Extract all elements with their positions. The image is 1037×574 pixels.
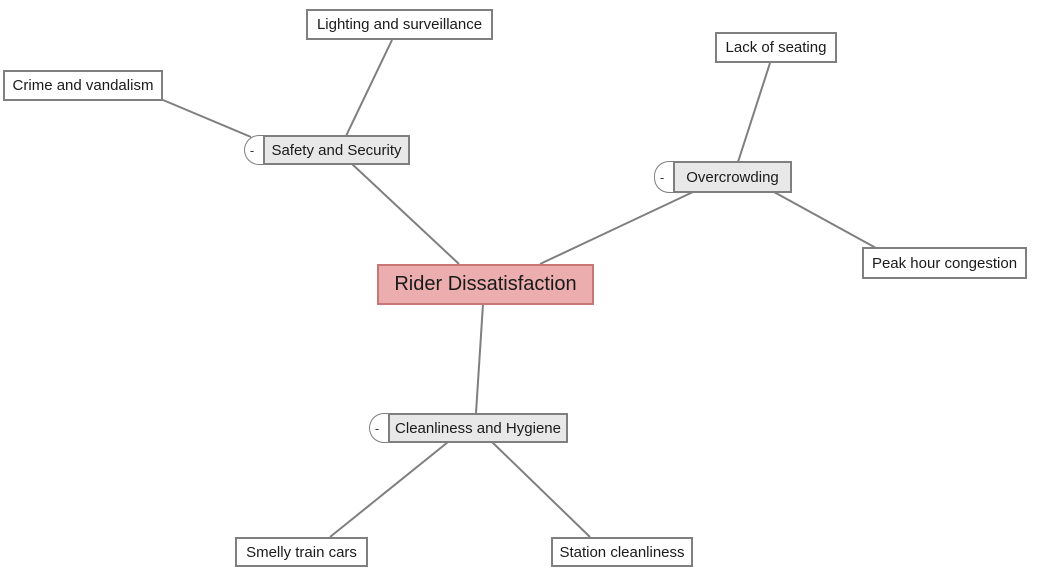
branch-node-cleanliness-and-hygiene[interactable]: - Cleanliness and Hygiene [369,413,568,443]
leaf-node-peak-hour-congestion[interactable]: Peak hour congestion [862,247,1027,279]
leaf-node-lack-of-seating[interactable]: Lack of seating [715,32,837,63]
leaf-node-label: Station cleanliness [559,543,685,561]
leaf-node-crime-and-vandalism[interactable]: Crime and vandalism [3,70,163,101]
root-node-rider-dissatisfaction[interactable]: Rider Dissatisfaction [377,264,594,305]
leaf-node-label: Peak hour congestion [871,254,1018,272]
leaf-node-lighting-and-surveillance[interactable]: Lighting and surveillance [306,9,493,40]
edge-root-cleanliness [475,303,484,414]
collapse-toggle-icon[interactable]: - [369,413,388,443]
edge-safety-lighting [345,39,393,137]
edge-overcrowding-peak [773,191,877,249]
leaf-node-station-cleanliness[interactable]: Station cleanliness [551,537,693,567]
leaf-node-smelly-train-cars[interactable]: Smelly train cars [235,537,368,567]
branch-node-safety-and-security[interactable]: - Safety and Security [244,135,410,165]
branch-node-overcrowding[interactable]: - Overcrowding [654,161,792,193]
branch-node-label: Safety and Security [263,135,410,165]
leaf-node-label: Lighting and surveillance [316,16,483,33]
collapse-toggle-icon[interactable]: - [654,161,673,193]
edge-root-overcrowding [539,191,694,265]
edge-safety-crime [162,99,252,138]
edge-cleanliness-smelly [329,441,449,538]
branch-node-label: Cleanliness and Hygiene [388,413,568,443]
leaf-node-label: Lack of seating [725,39,827,56]
edge-cleanliness-station [491,441,591,538]
edge-root-safety [351,163,460,265]
leaf-node-label: Crime and vandalism [12,77,154,94]
leaf-node-label: Smelly train cars [246,543,357,561]
root-node-label: Rider Dissatisfaction [394,273,577,295]
collapse-toggle-icon[interactable]: - [244,135,263,165]
edge-overcrowding-lack [737,62,771,163]
branch-node-label: Overcrowding [673,161,792,193]
